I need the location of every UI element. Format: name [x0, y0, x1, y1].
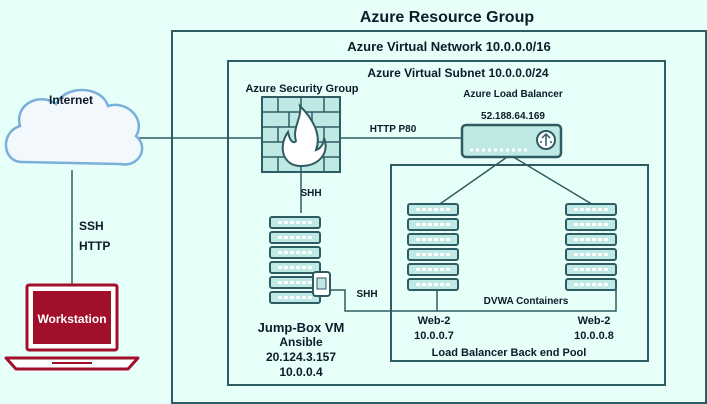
connection-lines — [71, 137, 617, 312]
workstation-http-label: HTTP — [79, 239, 110, 253]
jumpbox-server-icon — [270, 217, 331, 303]
security-group-label: Azure Security Group — [245, 83, 358, 95]
backend-pool-title: Load Balancer Back end Pool — [432, 347, 587, 359]
jumpbox-name: Jump-Box VM — [258, 320, 345, 335]
jumpbox-role: Ansible — [279, 335, 323, 349]
web-server-2-name: Web-2 — [578, 315, 611, 327]
http-p80-label: HTTP P80 — [370, 124, 417, 135]
virtual-subnet-box — [227, 60, 666, 386]
backend-pool-box — [390, 164, 649, 362]
internet-label: Internet — [49, 93, 93, 107]
resource-group-box — [171, 30, 707, 404]
resource-group-title: Azure Resource Group — [360, 9, 534, 26]
load-balancer-ip: 52.188.64.169 — [481, 111, 545, 122]
jumpbox-private-ip: 10.0.0.4 — [279, 365, 323, 379]
firewall-icon — [261, 96, 341, 173]
loadbalancer-to-web2-line — [509, 154, 596, 207]
web-server-1-icon — [408, 204, 458, 290]
web-server-2-ip: 10.0.0.8 — [574, 330, 614, 342]
jumpbox-to-pool-line — [330, 288, 617, 312]
virtual-subnet-title: Azure Virtual Subnet 10.0.0.0/24 — [367, 66, 549, 80]
internet-cloud-icon — [4, 88, 144, 166]
load-balancer-label: Azure Load Balancer — [463, 89, 563, 100]
loadbalancer-to-web1-line — [436, 154, 511, 207]
virtual-network-title: Azure Virtual Network 10.0.0.0/16 — [347, 39, 551, 54]
workstation-ssh-label: SSH — [79, 219, 104, 233]
laptop-icon — [4, 283, 140, 371]
workstation-label: Workstation — [37, 312, 106, 326]
security-ssh-label: SHH — [300, 188, 321, 199]
flame-icon — [281, 103, 327, 168]
web-server-1-name: Web-2 — [418, 315, 451, 327]
dvwa-containers-label: DVWA Containers — [484, 296, 569, 307]
web-server-1-ip: 10.0.0.7 — [414, 330, 454, 342]
jumpbox-public-ip: 20.124.3.157 — [266, 350, 336, 364]
load-balancer-icon — [460, 123, 563, 159]
web-server-2-icon — [566, 204, 616, 290]
jumpbox-ssh-label: SHH — [356, 289, 377, 300]
